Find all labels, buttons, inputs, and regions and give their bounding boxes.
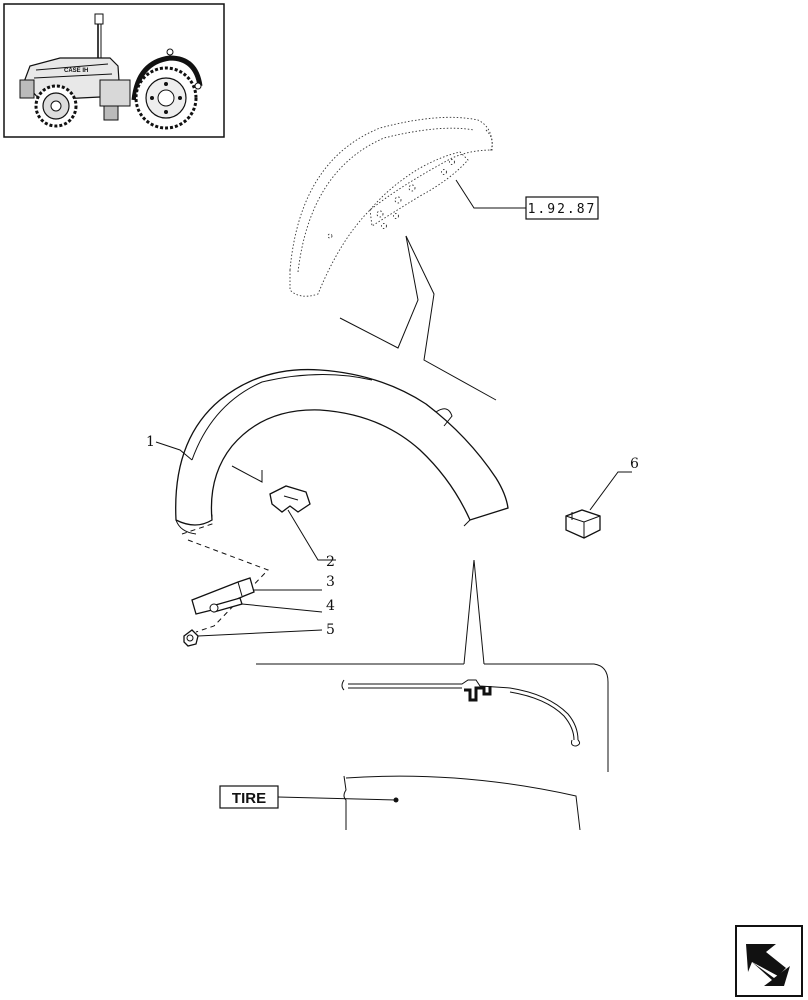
nut-part [183, 629, 199, 647]
reference-box-label: 1.92.87 [528, 202, 597, 217]
callout-2: 2 [326, 554, 335, 570]
mount-dash-a [181, 514, 213, 535]
fender-part [175, 368, 509, 535]
thumbnail-logo: CASE IH [64, 68, 88, 74]
tractor-thumbnail-icon: CASE IH [19, 13, 203, 130]
callout-2-leader [287, 509, 336, 561]
callout-1-leader [155, 441, 193, 461]
upper-fender-reference-part [289, 116, 493, 297]
callout-5: 5 [326, 622, 335, 638]
next-page-arrow-icon[interactable] [735, 925, 803, 997]
tractor-thumbnail: CASE IH [3, 3, 225, 138]
clip-part [269, 485, 311, 513]
mount-dash-b [187, 539, 269, 633]
exploded-view-arrow [339, 235, 497, 401]
clip-nut-part [565, 509, 601, 539]
callout-6: 6 [630, 456, 639, 472]
bracket-part [191, 577, 255, 615]
tire-leader-dot [393, 797, 399, 803]
callout-4-leader [241, 603, 323, 613]
callout-4: 4 [326, 598, 335, 614]
section-detail [256, 559, 609, 831]
callout-3: 3 [326, 574, 335, 590]
callout-6-leader [589, 471, 632, 511]
clip-position-tick [231, 465, 263, 483]
reference-box [525, 196, 599, 220]
reference-leader [455, 179, 526, 209]
tire-leader [277, 796, 397, 801]
callout-5-leader [197, 629, 323, 637]
callout-1: 1 [146, 434, 155, 450]
tire-label: TIRE [232, 790, 266, 807]
